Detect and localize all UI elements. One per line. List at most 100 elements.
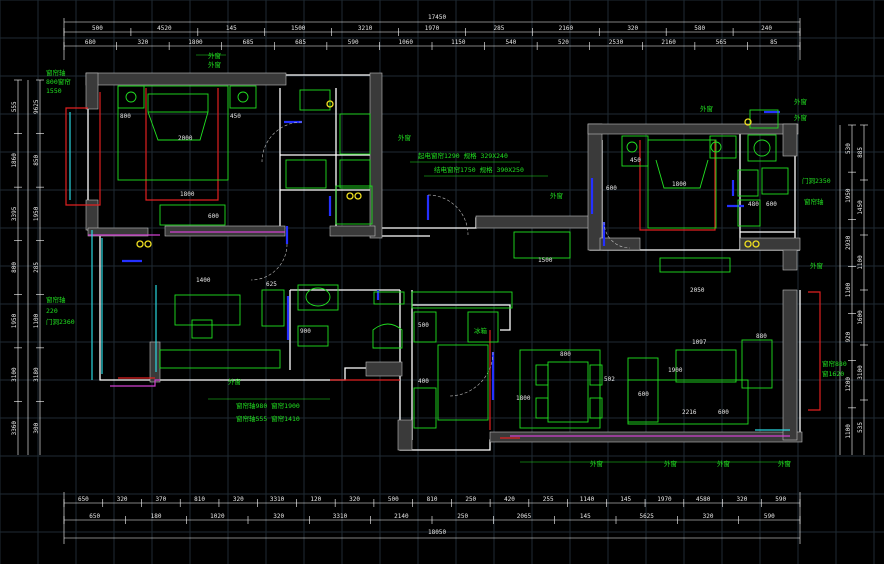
study-desk <box>174 294 241 326</box>
shower <box>747 134 777 162</box>
furniture-dim-21: 1800 <box>516 395 531 402</box>
dim-top-2-5: 590 <box>348 39 359 46</box>
furniture-dim-1: 2000 <box>178 135 193 142</box>
low-cabinet <box>159 349 281 369</box>
note-bay-2: 窗帘轴555 窗帘1410 <box>236 414 300 423</box>
note-exterior-1: 外窗 <box>208 51 221 60</box>
window-lines <box>65 88 821 439</box>
dim-top-2-8: 540 <box>505 39 516 46</box>
note-bay-1: 窗帘轴980 窗帘1900 <box>236 401 300 410</box>
dim-bottom-2-3: 320 <box>273 513 284 520</box>
dim-bottom-1-6: 120 <box>310 496 321 503</box>
dim-right-b-2: 1100 <box>857 255 864 270</box>
dim-left-a-2: 3395 <box>11 206 18 221</box>
furniture-dim-2: 1800 <box>180 191 195 198</box>
dim-top-1-3: 1500 <box>291 25 306 32</box>
note-sill-1: 窗帘轴 <box>46 68 66 77</box>
furniture-dim-13: 450 <box>630 157 641 164</box>
coffee-table <box>675 349 737 383</box>
kitchen-sink <box>413 387 437 429</box>
note-exterior-9: 外窗 <box>228 377 241 386</box>
note-ac-2: 结电窗帘1750 规格 390X250 <box>434 165 524 174</box>
wall-hatch <box>85 72 803 451</box>
dim-bottom-2-10: 320 <box>703 513 714 520</box>
dim-top-2-9: 520 <box>558 39 569 46</box>
dim-left-a-6: 3360 <box>11 421 18 436</box>
furniture-dim-12: 600 <box>766 201 777 208</box>
dim-top-2-4: 685 <box>295 39 306 46</box>
dim-bottom-1-2: 370 <box>155 496 166 503</box>
dim-bottom-2-4: 3310 <box>333 513 348 520</box>
dim-left-a-4: 1950 <box>11 313 18 328</box>
dim-top-1-10: 240 <box>761 25 772 32</box>
dim-right-a-5: 1200 <box>845 377 852 392</box>
dim-left-values: 5551860339580019503100336096258501950285… <box>11 79 44 436</box>
dim-left-b-1: 850 <box>33 155 40 166</box>
note-exterior-13: 外窗 <box>778 459 791 468</box>
dim-right-a-3: 1100 <box>845 282 852 297</box>
dim-top-2-0: 680 <box>85 39 96 46</box>
dim-left-a-1: 1860 <box>11 153 18 168</box>
dim-top-1-7: 2160 <box>559 25 574 32</box>
dim-right-b-5: 535 <box>857 422 864 433</box>
dim-bottom-2-8: 145 <box>580 513 591 520</box>
dim-top-2-7: 1150 <box>451 39 466 46</box>
furniture-dim-5: 1400 <box>196 277 211 284</box>
note-right-door: 门洞2350 <box>802 176 831 185</box>
dim-bottom-1-4: 320 <box>233 496 244 503</box>
dim-bottom-2-6: 250 <box>457 513 468 520</box>
right-dimension-chains: 5301950293011009201200110088514501100160… <box>839 124 868 455</box>
furniture[interactable] <box>117 85 789 429</box>
dim-right-b-0: 885 <box>857 147 864 158</box>
dim-bottom-2-2: 1020 <box>210 513 225 520</box>
left-dimension-chains: 5551860339580019503100336096258501950285… <box>11 79 44 455</box>
dim-top-1-0: 500 <box>92 25 103 32</box>
furniture-dim-11: 480 <box>748 201 759 208</box>
dim-left-b-6: 300 <box>33 422 40 433</box>
dim-total-top: 17450 <box>428 14 446 21</box>
tv-cabinet-left <box>159 204 226 226</box>
dim-bottom-2-1: 180 <box>151 513 162 520</box>
note-exterior-5: 外窗 <box>700 104 713 113</box>
note-right-bay-2: 窗1620 <box>822 369 844 378</box>
furniture-dim-25: 600 <box>718 409 729 416</box>
furniture-dim-20: 2216 <box>682 409 697 416</box>
dim-left-b-0: 9625 <box>33 99 40 114</box>
dim-bottom-1-15: 1970 <box>657 496 672 503</box>
dim-bottom-2-5: 2140 <box>394 513 409 520</box>
dim-bottom-1-12: 255 <box>543 496 554 503</box>
note-exterior-11: 外窗 <box>664 459 677 468</box>
furniture-dim-24: 502 <box>604 376 615 383</box>
dim-left-a-3: 800 <box>11 262 18 273</box>
dim-bottom-1-13: 1140 <box>580 496 595 503</box>
dim-top-1-2: 145 <box>226 25 237 32</box>
wash-basin <box>305 287 331 307</box>
armchair <box>741 339 773 389</box>
dim-bottom-1-10: 250 <box>465 496 476 503</box>
dim-bottom-2-9: 5625 <box>639 513 654 520</box>
dim-bottom-2-7: 2065 <box>517 513 532 520</box>
dim-bottom-1-16: 4580 <box>696 496 711 503</box>
dim-bottom-1-5: 3310 <box>270 496 285 503</box>
note-living-curtain: 窗帘轴 <box>46 295 66 304</box>
dim-bottom-2-0: 650 <box>89 513 100 520</box>
dim-top-2-12: 565 <box>716 39 727 46</box>
dim-top-2-10: 2530 <box>609 39 624 46</box>
furniture-dim-15: 2050 <box>690 287 705 294</box>
note-sill-2: 800窗帘 <box>46 77 71 86</box>
fridge <box>467 311 499 343</box>
dim-top-1-8: 320 <box>627 25 638 32</box>
dim-left-b-4: 1100 <box>33 313 40 328</box>
note-exterior-3: 外窗 <box>398 133 411 142</box>
note-exterior-8: 外窗 <box>810 261 823 270</box>
furniture-dim-23: 500 <box>418 322 429 329</box>
fixture-markers <box>136 100 760 248</box>
furniture-dim-16: 800 <box>560 351 571 358</box>
furniture-dim-4: 450 <box>230 113 241 120</box>
note-exterior-12: 外窗 <box>717 459 730 468</box>
dim-top-2-6: 1060 <box>399 39 414 46</box>
dim-bottom-1-14: 145 <box>620 496 631 503</box>
